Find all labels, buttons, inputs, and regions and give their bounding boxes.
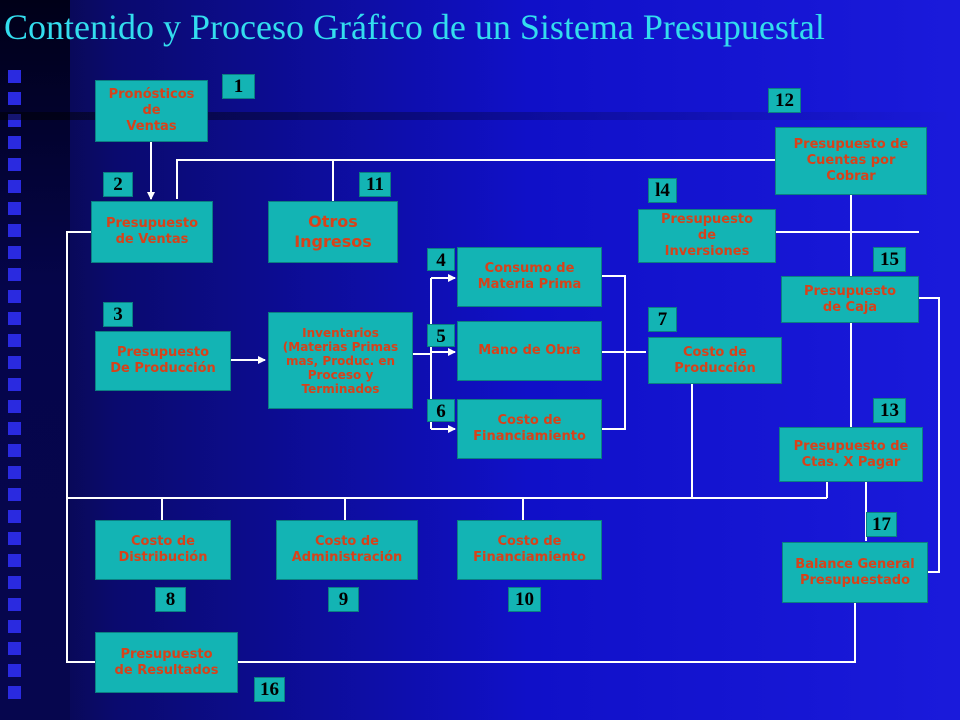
costo-produccion-box: Costo de Producción — [648, 337, 782, 384]
connector — [66, 231, 856, 663]
deco-square — [8, 400, 21, 413]
page-title: Contenido y Proceso Gráfico de un Sistem… — [4, 7, 825, 47]
costo-financiamiento-box: Costo de Financiamiento — [457, 399, 602, 459]
step-number-label: 5 — [427, 324, 455, 347]
presupuesto-caja-box: Presupuesto de Caja — [781, 276, 919, 323]
deco-square — [8, 356, 21, 369]
otros-ingresos-box: Otros Ingresos — [268, 201, 398, 263]
deco-square — [8, 224, 21, 237]
step-number-label: 4 — [427, 248, 455, 271]
deco-square — [8, 334, 21, 347]
step-number-label: 9 — [328, 587, 359, 612]
deco-square — [8, 290, 21, 303]
step-number-label: 13 — [873, 398, 906, 423]
presupuesto-cuentas-cobrar-box: Presupuesto de Cuentas por Cobrar — [775, 127, 927, 195]
presupuesto-inversiones-box: Presupuesto de Inversiones — [638, 209, 776, 263]
deco-square — [8, 378, 21, 391]
presupuesto-ventas-box: Presupuesto de Ventas — [91, 201, 213, 263]
deco-square — [8, 268, 21, 281]
mano-de-obra-box: Mano de Obra — [457, 321, 602, 381]
deco-square — [8, 180, 21, 193]
deco-square — [8, 136, 21, 149]
deco-square — [8, 488, 21, 501]
deco-square — [8, 312, 21, 325]
step-number-label: 7 — [648, 307, 677, 332]
deco-square — [8, 620, 21, 633]
deco-square — [8, 576, 21, 589]
costo-distribucion-box: Costo de Distribución — [95, 520, 231, 580]
deco-square — [8, 70, 21, 83]
step-number-label: 12 — [768, 88, 801, 113]
deco-square — [8, 246, 21, 259]
deco-square — [8, 202, 21, 215]
step-number-label: 8 — [155, 587, 186, 612]
step-number-label: 1 — [222, 74, 255, 99]
step-number-label: 3 — [103, 302, 133, 327]
step-number-label: 6 — [427, 399, 455, 422]
costo-financiamiento-box: Costo de Financiamiento — [457, 520, 602, 580]
step-number-label: 16 — [254, 677, 285, 702]
deco-square — [8, 444, 21, 457]
balance-general-box: Balance General Presupuestado — [782, 542, 928, 603]
deco-square — [8, 686, 21, 699]
deco-square — [8, 664, 21, 677]
deco-square — [8, 532, 21, 545]
decorative-band — [0, 112, 960, 120]
deco-square — [8, 642, 21, 655]
deco-square — [8, 466, 21, 479]
deco-square — [8, 554, 21, 567]
presupuesto-resultados-box: Presupuesto de Resultados — [95, 632, 238, 693]
inventarios-box: Inventarios (Materias Primas mas, Produc… — [268, 312, 413, 409]
presupuesto-ctas-pagar-box: Presupuesto de Ctas. X Pagar — [779, 427, 923, 482]
presupuesto-produccion-box: Presupuesto De Producción — [95, 331, 231, 391]
step-number-label: 2 — [103, 172, 133, 197]
deco-square — [8, 510, 21, 523]
connector — [176, 159, 777, 199]
step-number-label: 11 — [359, 172, 391, 197]
connector — [919, 297, 940, 573]
step-number-label: 17 — [866, 512, 897, 537]
costo-administracion-box: Costo de Administración — [276, 520, 418, 580]
deco-square — [8, 158, 21, 171]
consumo-materia-prima-box: Consumo de Materia Prima — [457, 247, 602, 307]
deco-square — [8, 422, 21, 435]
step-number-label: l4 — [648, 178, 677, 203]
deco-square — [8, 598, 21, 611]
step-number-label: 15 — [873, 247, 906, 272]
deco-square — [8, 92, 21, 105]
pronosticos-ventas-box: Pronósticos de Ventas — [95, 80, 208, 142]
step-number-label: 10 — [508, 587, 541, 612]
